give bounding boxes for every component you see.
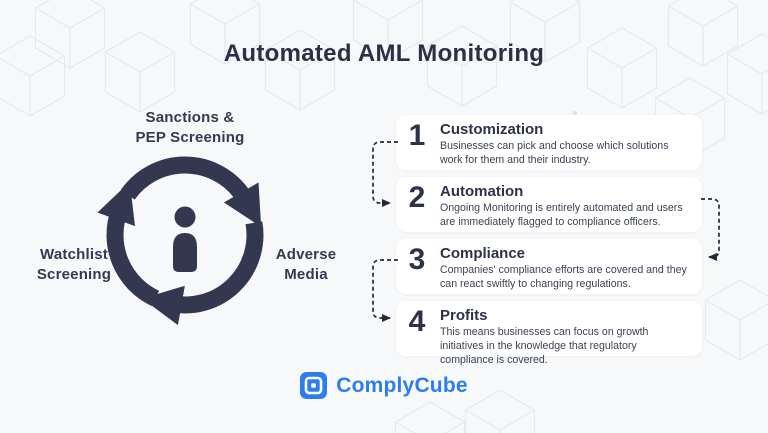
connector-step3-step4 [372,259,398,322]
step-number: 4 [408,305,426,338]
step-card-customization: 1 Customization Businesses can pick and … [396,115,702,170]
cycle-label-sanctions-pep: Sanctions & PEP Screening [100,108,280,148]
cycle-label-line: Screening [36,266,112,283]
brand-name: ComplyCube [336,373,468,397]
cycle-label-line: Media [284,266,328,283]
person-icon [173,206,197,272]
cycle-label-line: Adverse [275,246,337,263]
step-number: 3 [408,243,426,276]
step-title: Automation [440,183,524,200]
cycle-label-watchlist: Watchlist Screening [14,245,134,285]
step-description: Companies' compliance efforts are covere… [440,264,687,290]
step-number: 2 [408,181,426,214]
step-number: 1 [408,119,426,152]
brand-footer: ComplyCube [0,372,768,399]
cycle-label-line: Sanctions & [145,109,235,126]
cycle-label-line: PEP Screening [135,129,245,146]
connector-step2-step3 [701,198,720,261]
step-title: Customization [440,121,544,138]
complycube-logo-icon [300,372,328,399]
step-title: Profits [440,307,488,324]
step-title: Compliance [440,245,526,262]
steps-list: 1 Customization Businesses can pick and … [396,115,702,366]
step-description: Ongoing Monitoring is entirely automated… [440,202,683,228]
step-description: This means businesses can focus on growt… [440,326,649,366]
connector-step1-step2 [372,141,398,207]
page-title: Automated AML Monitoring [223,40,545,67]
step-card-automation: 2 Automation Ongoing Monitoring is entir… [396,177,702,232]
cycle-label-line: Watchlist [40,246,108,263]
step-description: Businesses can pick and choose which sol… [440,140,669,166]
step-card-profits: 4 Profits This means businesses can focu… [396,301,702,366]
cycle-label-adverse-media: Adverse Media [251,245,361,285]
cycle-arrows-icon [97,156,264,326]
step-card-compliance: 3 Compliance Companies' compliance effor… [396,239,702,294]
